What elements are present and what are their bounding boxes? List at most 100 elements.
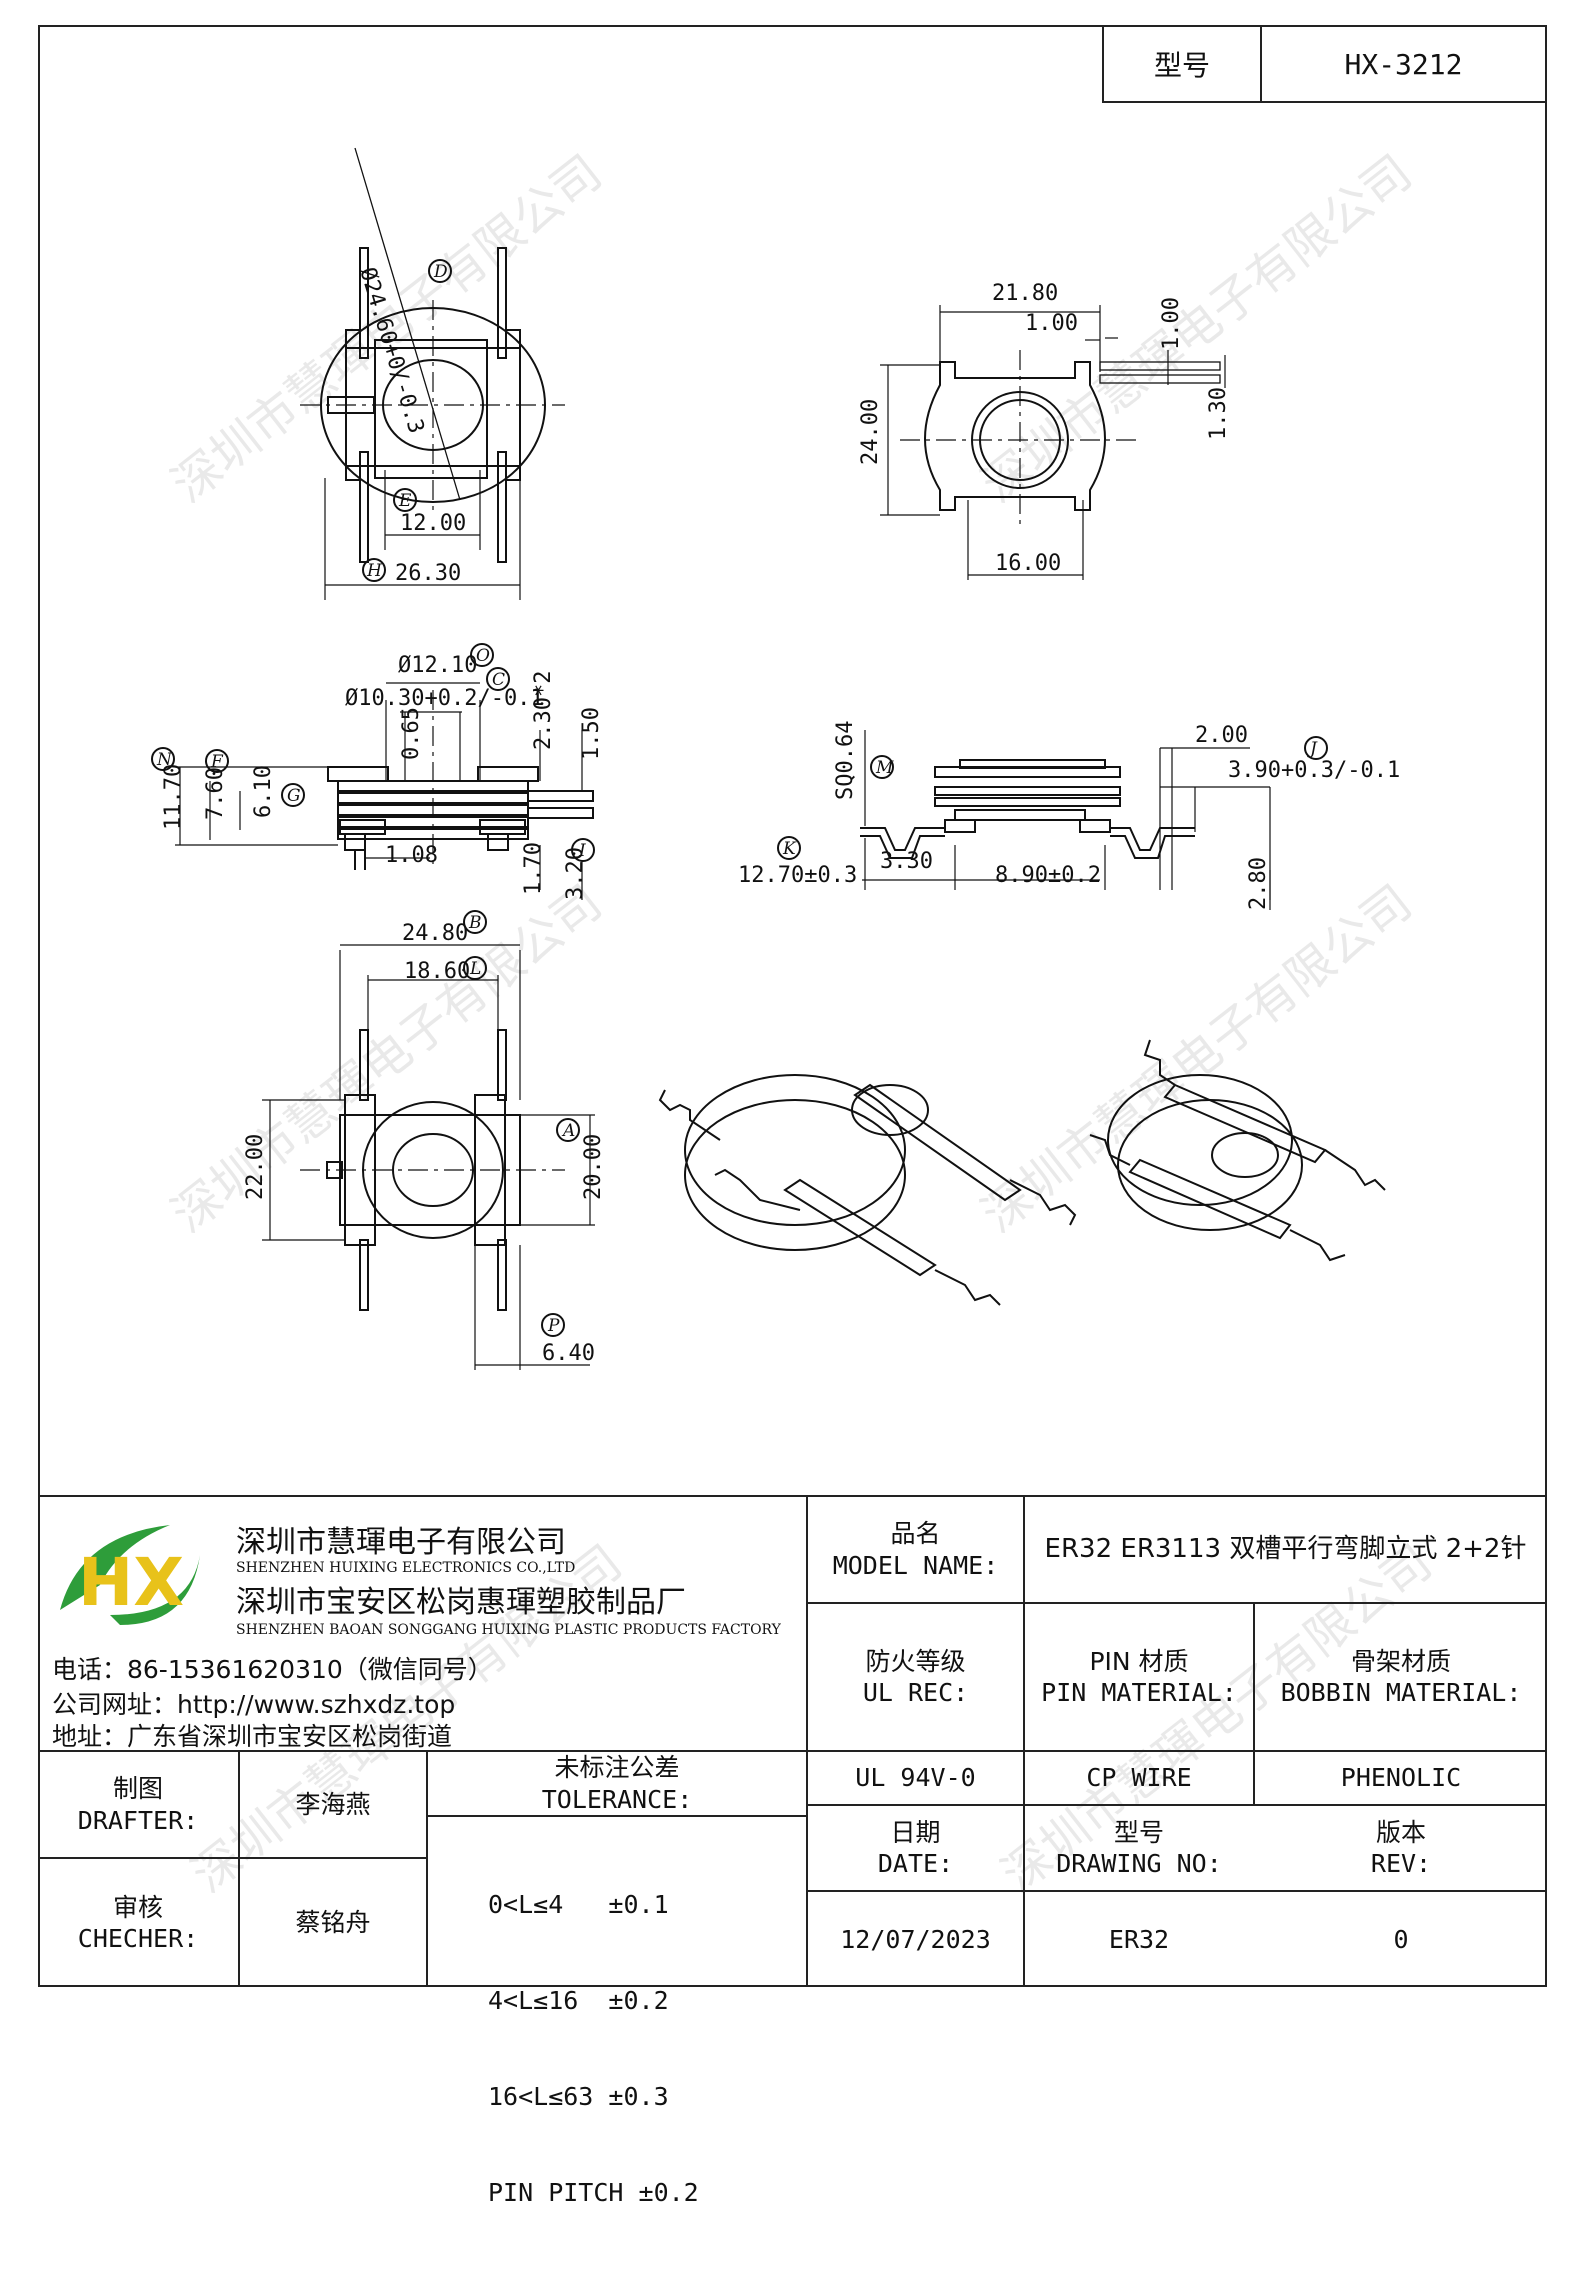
tolerance-line: 16<L≤63 ±0.3 <box>488 2082 669 2111</box>
tag-j: J <box>1307 739 1318 759</box>
tag-m: M <box>875 758 894 778</box>
dim-1-00-a: 1.00 <box>1025 311 1078 336</box>
ul-rec-en: UL REC: <box>862 1678 969 1707</box>
bobbin-material-en: BOBBIN MATERIAL: <box>1280 1678 1522 1707</box>
ul-rec-label: 防火等级 UL REC: <box>808 1604 1023 1750</box>
tolerance-cn: 未标注公差 <box>554 1753 680 1783</box>
model-name-label: 品名 MODEL NAME: <box>808 1497 1023 1602</box>
view-side-left <box>151 643 595 900</box>
date-label: 日期 DATE: <box>808 1806 1023 1890</box>
dim-21-80: 21.80 <box>992 281 1058 306</box>
view-top-right <box>880 305 1226 580</box>
drafter-en: DRAFTER: <box>77 1805 199 1835</box>
tolerance-en: TOLERANCE: <box>541 1784 693 1814</box>
factory-name-cn: 深圳市宝安区松岗惠琿塑胶制品厂 <box>236 1585 686 1620</box>
title-block: HX 深圳市慧琿电子有限公司 SHENZHEN HUIXING ELECTRON… <box>38 1495 1547 2207</box>
dim-diam-10-30: Ø10.30+0.2/-0.1 <box>345 686 544 711</box>
drafter-value: 李海燕 <box>295 1789 371 1819</box>
dim-11-70: 11.70 <box>161 764 186 830</box>
dim-3-90: 3.90+0.3/-0.1 <box>1228 758 1400 783</box>
tag-b: B <box>468 913 482 933</box>
view-side-right <box>777 730 1328 910</box>
dim-16-00: 16.00 <box>995 551 1061 576</box>
dim-3-30: 3.30 <box>880 849 933 874</box>
checker-label: 审核 CHECHER: <box>38 1859 238 1987</box>
bobbin-material-label: 骨架材质 BOBBIN MATERIAL: <box>1255 1604 1547 1750</box>
tolerance-line: 4<L≤16 ±0.2 <box>488 1986 669 2015</box>
header-model-value: HX-3212 <box>1260 25 1547 103</box>
drawing-no-label: 型号 DRAWING NO: <box>1025 1806 1253 1890</box>
factory-name-en: SHENZHEN BAOAN SONGGANG HUIXING PLASTIC … <box>236 1622 781 1638</box>
dim-20-00: 20.00 <box>581 1134 606 1200</box>
company-address: 地址：广东省深圳市宝安区松岗街道 <box>52 1722 453 1751</box>
dim-12-70: 12.70±0.3 <box>738 863 857 888</box>
tag-e: E <box>398 491 412 511</box>
tag-g: G <box>287 786 301 806</box>
tolerance-values: 0<L≤4 ±0.1 4<L≤16 ±0.2 16<L≤63 ±0.3 PIN … <box>488 1825 699 2273</box>
model-name-value: ER32 ER3113 双槽平行弯脚立式 2+2针 <box>1028 1497 1543 1602</box>
tag-f: F <box>210 752 224 772</box>
dim-1-50: 1.50 <box>579 707 604 760</box>
drawing-frame <box>38 25 1547 1987</box>
ul-rec-value: UL 94V-0 <box>855 1763 976 1793</box>
model-name-text: ER32 ER3113 双槽平行弯脚立式 2+2针 <box>1044 1534 1527 1565</box>
tolerance-line: PIN PITCH ±0.2 <box>488 2178 699 2207</box>
tag-n: N <box>156 750 173 770</box>
checker-cn: 审核 <box>112 1892 163 1922</box>
dim-diam-12-10: Ø12.10 <box>398 653 477 678</box>
dim-24-00: 24.00 <box>858 399 883 465</box>
tolerance-line: 0<L≤4 ±0.1 <box>488 1890 669 1919</box>
dim-8-90: 8.90±0.2 <box>995 863 1101 888</box>
view-bottom-left <box>262 910 595 1370</box>
drafter-label: 制图 DRAFTER: <box>38 1752 238 1857</box>
dim-1-30: 1.30 <box>1206 387 1231 440</box>
dim-18-60: 18.60 <box>404 959 470 984</box>
dim-sq-0-64: SQ0.64 <box>833 721 858 800</box>
tag-d: D <box>433 262 448 282</box>
pin-material-cn: PIN 材质 <box>1089 1646 1189 1676</box>
model-name-en: MODEL NAME: <box>832 1550 999 1580</box>
bobbin-material-cn: 骨架材质 <box>1350 1646 1451 1676</box>
date-cn: 日期 <box>890 1817 941 1847</box>
dim-2-00: 2.00 <box>1195 723 1248 748</box>
company-name-cn: 深圳市慧琿电子有限公司 <box>236 1525 566 1560</box>
bobbin-material-value: PHENOLIC <box>1340 1763 1462 1793</box>
tag-o: O <box>476 646 490 666</box>
technical-drawing: Ø24.60+0/-0.3 D E 12.00 H 26.30 21.80 1.… <box>151 147 1400 1370</box>
dim-0-65: 0.65 <box>399 707 424 760</box>
logo-text: HX <box>78 1544 184 1621</box>
tag-i: I <box>578 841 586 861</box>
rev-cn: 版本 <box>1375 1817 1426 1847</box>
pin-material-label: PIN 材质 PIN MATERIAL: <box>1025 1604 1253 1750</box>
dim-24-80: 24.80 <box>402 921 468 946</box>
tag-a: A <box>561 1121 575 1141</box>
dim-7-60: 7.60 <box>203 767 228 820</box>
pin-material-en: PIN MATERIAL: <box>1041 1678 1237 1707</box>
rev-en: REV: <box>1370 1849 1432 1878</box>
tag-h: H <box>366 561 383 581</box>
view-front-top-left <box>300 147 565 600</box>
view-isometric <box>658 1039 1386 1306</box>
company-phone: 电话：86-15361620310（微信同号） <box>52 1655 493 1684</box>
date-en: DATE: <box>877 1849 954 1878</box>
drawing-no-value: ER32 <box>1108 1924 1170 1954</box>
tolerance-label: 未标注公差 TOLERANCE: <box>428 1752 806 1815</box>
dim-2-30x2: 2.30*2 <box>531 671 556 750</box>
tag-c: C <box>492 670 505 690</box>
pin-material-value: CP WIRE <box>1086 1763 1192 1793</box>
model-name-cn: 品名 <box>890 1519 941 1549</box>
date-value: 12/07/2023 <box>840 1924 991 1954</box>
dim-1-00-b: 1.00 <box>1159 297 1184 350</box>
tag-l: L <box>469 959 481 979</box>
drawing-no-en: DRAWING NO: <box>1056 1849 1222 1878</box>
drawing-no-cn: 型号 <box>1113 1817 1164 1847</box>
drafter-cn: 制图 <box>112 1774 163 1804</box>
dim-22-00: 22.00 <box>243 1134 268 1200</box>
dim-6-10: 6.10 <box>251 765 276 818</box>
checker-en: CHECHER: <box>77 1924 199 1953</box>
tag-p: P <box>547 1316 560 1336</box>
dim-1-08: 1.08 <box>385 843 438 868</box>
dim-1-70: 1.70 <box>521 842 546 895</box>
company-logo: HX <box>50 1515 210 1633</box>
dim-26-30: 26.30 <box>395 561 461 586</box>
